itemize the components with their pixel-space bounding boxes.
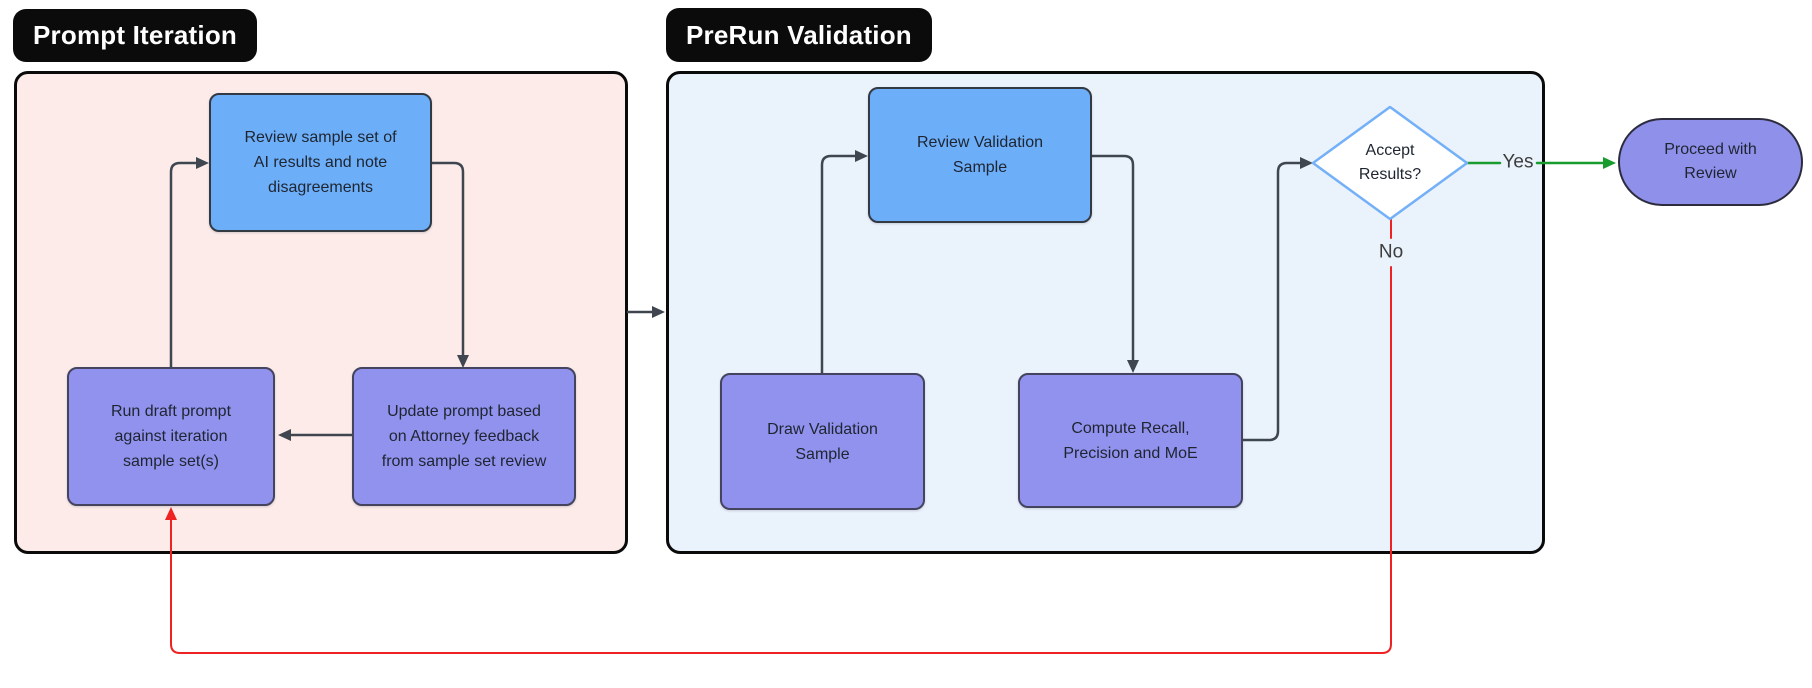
node-text: Review sample set of AI results and note… bbox=[244, 129, 397, 196]
node-run-draft-prompt: Run draft prompt against iteration sampl… bbox=[67, 367, 275, 506]
edge-no-loop-to-run bbox=[165, 266, 1392, 654]
group-label-prerun-validation: PreRun Validation bbox=[666, 8, 932, 62]
node-update-prompt: Update prompt based on Attorney feedback… bbox=[352, 367, 576, 506]
group-label-text: Prompt Iteration bbox=[33, 20, 237, 50]
edge-label-yes: Yes bbox=[1502, 151, 1534, 173]
group-label-prompt-iteration: Prompt Iteration bbox=[13, 9, 257, 62]
node-review-validation-sample: Review Validation Sample bbox=[868, 87, 1092, 223]
decision-diamond-shape bbox=[1311, 105, 1469, 221]
node-compute-metrics: Compute Recall, Precision and MoE bbox=[1018, 373, 1243, 508]
node-text: Accept Results? bbox=[1358, 142, 1422, 183]
edge-draw-to-review-validation bbox=[820, 150, 868, 375]
edge-compute-to-decision bbox=[1241, 157, 1313, 442]
node-accept-results-decision: Accept Results? bbox=[1313, 130, 1467, 196]
edge-label-no: No bbox=[1378, 241, 1404, 263]
node-draw-validation-sample: Draw Validation Sample bbox=[720, 373, 925, 510]
node-text: Run draft prompt against iteration sampl… bbox=[110, 403, 232, 470]
edge-review-sample-to-update bbox=[430, 161, 469, 368]
node-text: Proceed with Review bbox=[1664, 141, 1757, 182]
node-text: Update prompt based on Attorney feedback… bbox=[381, 403, 547, 470]
node-text: Review Validation Sample bbox=[917, 134, 1043, 176]
edge-run-to-review-sample bbox=[169, 157, 209, 369]
node-text: Draw Validation Sample bbox=[767, 420, 878, 463]
group-label-text: PreRun Validation bbox=[686, 19, 912, 50]
node-proceed-with-review: Proceed with Review bbox=[1618, 118, 1803, 206]
node-text: Compute Recall, Precision and MoE bbox=[1063, 419, 1198, 462]
node-review-sample-set: Review sample set of AI results and note… bbox=[209, 93, 432, 232]
edge-review-validation-to-compute bbox=[1090, 154, 1139, 373]
